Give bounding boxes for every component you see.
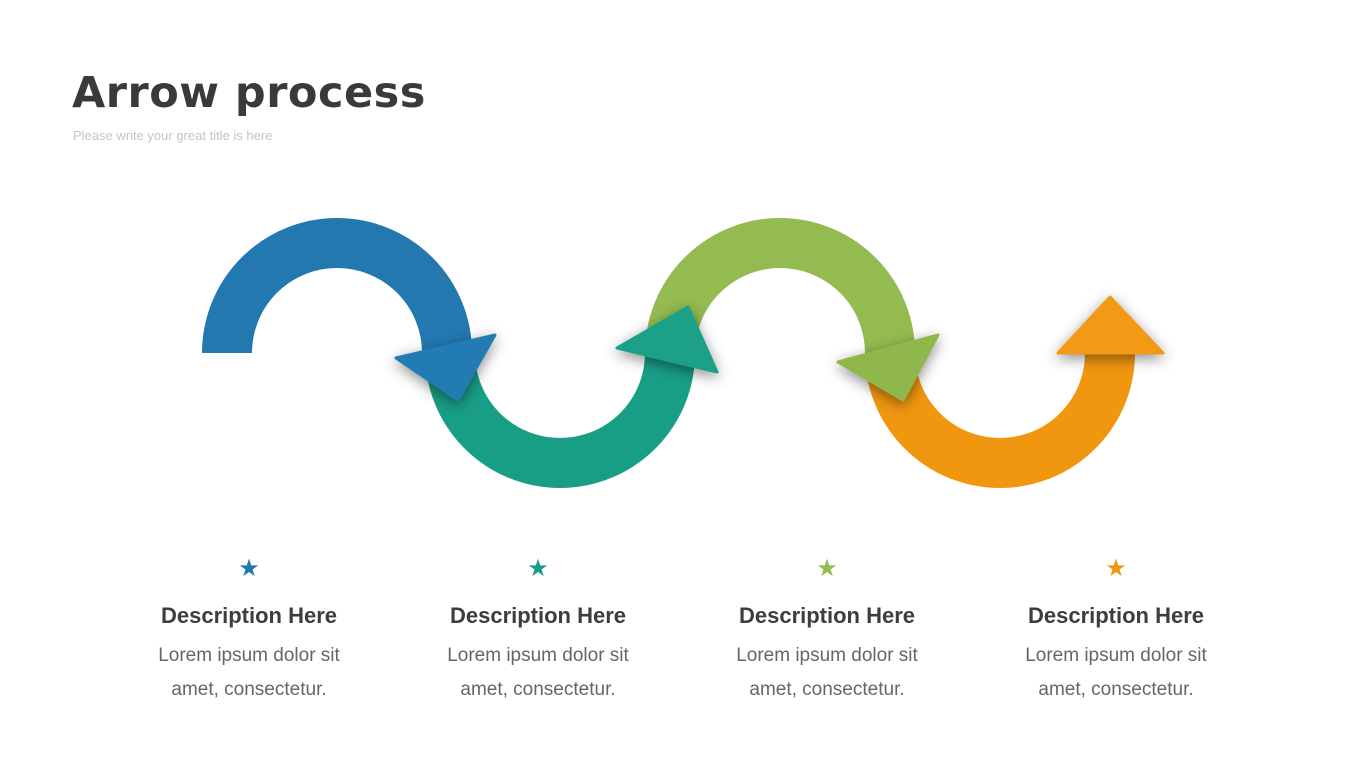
page-title: Arrow process	[72, 68, 426, 118]
star-icon: ★	[527, 555, 549, 582]
step-4: ★ Description Here Lorem ipsum dolor sit…	[986, 555, 1246, 707]
step-2: ★ Description Here Lorem ipsum dolor sit…	[408, 555, 668, 707]
step-text: Lorem ipsum dolor sit	[736, 645, 918, 666]
green-arrow-arc	[645, 218, 915, 354]
step-1: ★ Description Here Lorem ipsum dolor sit…	[119, 555, 379, 707]
star-icon: ★	[1105, 555, 1127, 582]
step-text: amet, consectetur.	[749, 679, 905, 700]
step-text: Lorem ipsum dolor sit	[1025, 645, 1207, 666]
step-heading: Description Here	[1027, 603, 1205, 628]
page-subtitle: Please write your great title is here	[73, 128, 273, 143]
star-icon: ★	[816, 555, 838, 582]
orange-arrow-arc	[865, 352, 1135, 488]
star-icon: ★	[238, 555, 260, 582]
blue-arrowhead	[394, 333, 497, 402]
step-text: amet, consectetur.	[171, 679, 327, 700]
step-heading: Description Here	[160, 603, 338, 628]
step-text: Lorem ipsum dolor sit	[158, 645, 340, 666]
teal-arrowhead	[615, 305, 719, 374]
step-text: amet, consectetur.	[1038, 679, 1194, 700]
blue-arrow-arc	[202, 218, 472, 354]
step-heading: Description Here	[449, 603, 627, 628]
step-heading: Description Here	[738, 603, 916, 628]
step-3: ★ Description Here Lorem ipsum dolor sit…	[697, 555, 957, 707]
step-text: Lorem ipsum dolor sit	[447, 645, 629, 666]
orange-arrowhead	[1056, 295, 1165, 355]
teal-arrow-arc	[425, 352, 695, 488]
green-arrowhead	[836, 333, 940, 402]
step-text: amet, consectetur.	[460, 679, 616, 700]
